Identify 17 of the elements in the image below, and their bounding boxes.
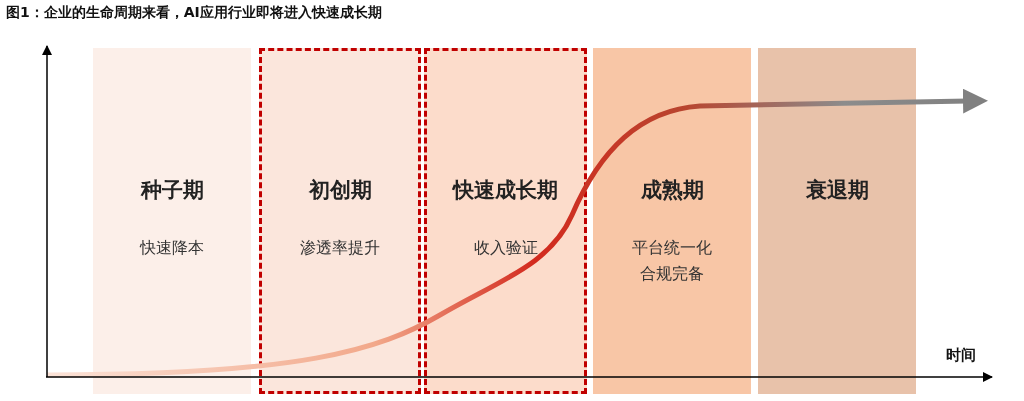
stage-band <box>758 48 916 394</box>
stage-description: 收入验证 <box>472 238 539 259</box>
stage-description: 渗透率提升 <box>299 238 381 259</box>
stage-band <box>259 48 421 394</box>
stage-description: 合规完备 <box>639 264 705 285</box>
stage-title: 快速成长期 <box>451 176 559 204</box>
stage-title: 初创期 <box>307 176 373 204</box>
stage-band <box>93 48 251 394</box>
stage-description: 平台统一化 <box>631 238 713 259</box>
stage-title: 成熟期 <box>639 176 705 204</box>
stage-band <box>424 48 587 394</box>
stage-description: 快速降本 <box>138 238 205 259</box>
stage-band <box>593 48 751 394</box>
axis-label: 时间 <box>946 346 976 365</box>
figure-title: 图1：企业的生命周期来看，AI应用行业即将进入快速成长期 <box>6 4 382 22</box>
stage-title: 衰退期 <box>804 176 870 204</box>
stage-title: 种子期 <box>139 176 205 204</box>
